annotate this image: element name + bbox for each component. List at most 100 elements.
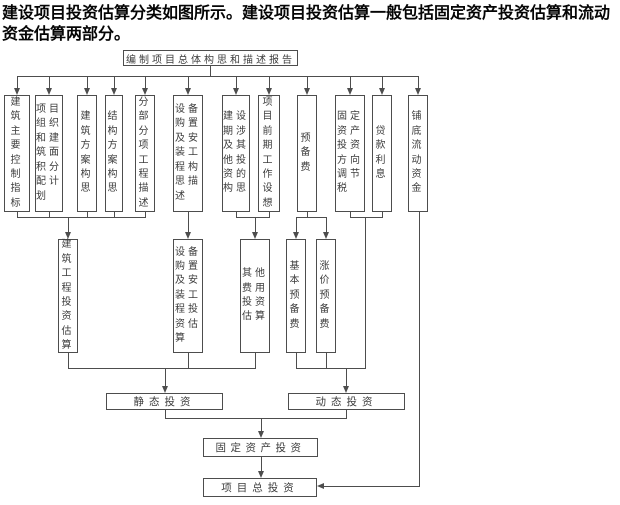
node-fixed-asset-investment: 固定资产投资 (203, 438, 318, 457)
arrowhead-left-icon (317, 483, 324, 489)
connector-line (296, 217, 327, 218)
arrowhead-down-icon (110, 88, 117, 95)
connector-line (114, 212, 115, 217)
connector-line (255, 217, 256, 233)
connector-line (188, 212, 189, 233)
connector-line (68, 353, 69, 368)
connector-line (350, 217, 383, 218)
node-divisional-works-description: 分部分项工程描述 (135, 95, 155, 212)
node-label: 建设期涉及其他投资的构思 (223, 111, 249, 195)
node-label: 结构方案构思 (107, 111, 121, 195)
connector-line (68, 217, 69, 233)
node-label: 动态投资 (315, 396, 378, 408)
connector-line (165, 410, 166, 418)
connector-line (87, 212, 88, 217)
connector-line (49, 212, 50, 217)
connector-line (269, 76, 270, 89)
arrowhead-down-icon (83, 88, 90, 95)
node-root-report: 编制项目总体构思和描述报告 (123, 50, 298, 66)
connector-line (236, 212, 237, 217)
arrowhead-down-icon (257, 431, 264, 438)
node-label: 固定资产投资 (215, 442, 306, 454)
connector-line (350, 212, 351, 217)
connector-line (419, 212, 420, 487)
arrowhead-down-icon (141, 88, 148, 95)
node-equipment-installation-concept: 设备购置及安装工程构思描述 (173, 95, 203, 212)
connector-line (346, 368, 347, 387)
node-reserve-fee: 预备费 (297, 95, 317, 212)
connector-line (346, 410, 347, 418)
connector-line (296, 368, 366, 369)
arrowhead-down-icon (342, 386, 349, 393)
arrowhead-down-icon (161, 386, 168, 393)
arrowhead-down-icon (251, 232, 258, 239)
connector-line (326, 353, 327, 368)
node-label: 建筑工程投资估算 (61, 239, 75, 352)
connector-line (49, 76, 50, 89)
arrowhead-down-icon (414, 88, 421, 95)
connector-line (307, 212, 308, 217)
connector-line (236, 76, 237, 89)
connector-line (17, 76, 419, 77)
node-project-org-floor-area-plan: 项目组织和建筑面积分配计划 (35, 95, 63, 212)
arrowhead-down-icon (346, 88, 353, 95)
node-preliminary-work-plan: 项目前期工作设想 (258, 95, 280, 212)
connector-line (188, 76, 189, 89)
connector-line (87, 76, 88, 89)
node-label: 项目总投资 (221, 482, 299, 494)
connector-line (382, 76, 383, 89)
connector-line (68, 368, 256, 369)
node-label: 建筑主要控制指标 (10, 96, 24, 209)
node-label: 基本预备费 (289, 260, 303, 330)
arrowhead-down-icon (292, 232, 299, 239)
node-label: 贷款利息 (375, 125, 389, 180)
node-total-project-investment: 项目总投资 (203, 478, 317, 497)
arrowhead-down-icon (64, 232, 71, 239)
connector-line (17, 212, 18, 217)
connector-line (382, 212, 383, 217)
node-loan-interest: 贷款利息 (372, 95, 392, 212)
node-label: 铺底流动资金 (411, 111, 425, 195)
node-label: 其他费用投资估算 (242, 268, 268, 323)
connector-line (326, 217, 327, 233)
node-label: 分部分项工程描述 (138, 96, 152, 209)
connector-line (269, 212, 270, 217)
node-architectural-scheme-concept: 建筑方案构思 (77, 95, 97, 212)
arrowhead-down-icon (184, 232, 191, 239)
node-label: 建筑方案构思 (80, 111, 94, 195)
connector-line (296, 353, 297, 368)
connector-line (188, 353, 189, 368)
arrowhead-down-icon (378, 88, 385, 95)
connector-line (236, 217, 270, 218)
node-label: 预备费 (300, 132, 314, 173)
intro-text: 建设项目投资估算分类如图所示。建设项目投资估算一般包括固定资产投资估算和流动资金… (2, 3, 611, 43)
node-label: 静态投资 (133, 396, 196, 408)
node-label: 固定资产投资方向调节税 (337, 111, 363, 195)
connector-line (17, 76, 18, 89)
node-initial-working-capital: 铺底流动资金 (408, 95, 428, 212)
connector-line (255, 353, 256, 368)
connector-line (261, 418, 262, 432)
connector-line (261, 457, 262, 472)
node-label: 项目前期工作设想 (262, 96, 276, 209)
node-price-escalation-reserve-fee: 涨价预备费 (316, 239, 336, 353)
node-equipment-installation-investment-estimate: 设备购置及安装工程投资估算 (173, 239, 203, 353)
connector-line (17, 217, 146, 218)
connector-line (418, 76, 419, 89)
connector-line (350, 76, 351, 89)
arrowhead-down-icon (232, 88, 239, 95)
connector-line (114, 76, 115, 89)
node-structural-scheme-concept: 结构方案构思 (105, 95, 123, 212)
node-other-costs-investment-estimate: 其他费用投资估算 (240, 239, 270, 353)
node-dynamic-investment: 动态投资 (288, 393, 405, 410)
connector-line (165, 368, 166, 387)
node-static-investment: 静态投资 (106, 393, 223, 410)
connector-line (210, 66, 211, 76)
arrowhead-down-icon (322, 232, 329, 239)
connector-line (165, 418, 347, 419)
node-label: 涨价预备费 (319, 260, 333, 330)
arrowhead-down-icon (13, 88, 20, 95)
node-building-control-indicators: 建筑主要控制指标 (4, 95, 30, 212)
connector-line (145, 76, 146, 89)
arrowhead-down-icon (303, 88, 310, 95)
